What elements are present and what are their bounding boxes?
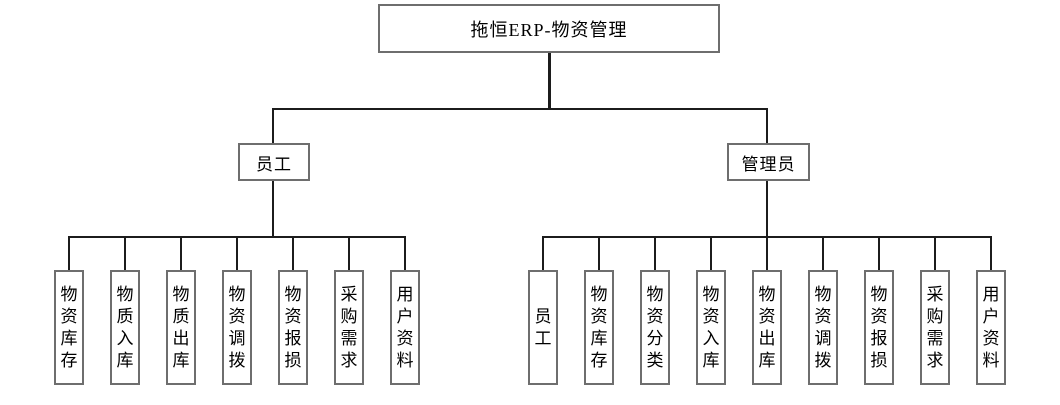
node-leaf-0-5: 采购需求 — [334, 270, 364, 385]
leaf-label: 物质入库 — [116, 284, 134, 370]
node-leaf-1-7: 采购需求 — [920, 270, 950, 385]
node-leaf-0-6: 用户资料 — [390, 270, 420, 385]
node-leaf-0-3: 物资调拨 — [222, 270, 252, 385]
node-root-erp-material-management: 拖恒ERP-物资管理 — [378, 4, 720, 53]
node-leaf-1-6: 物资报损 — [864, 270, 894, 385]
node-leaf-0-2: 物质出库 — [166, 270, 196, 385]
connector-leaf-drop — [598, 236, 600, 270]
leaf-label: 用户资料 — [396, 284, 414, 370]
node-leaf-1-3: 物资入库 — [696, 270, 726, 385]
leaf-label: 物资入库 — [702, 284, 720, 370]
leaf-label: 物资报损 — [284, 284, 302, 370]
connector-leaf-drop — [236, 236, 238, 270]
node-branch-0: 员工 — [238, 143, 310, 181]
leaf-label: 采购需求 — [340, 284, 358, 370]
leaf-label: 物资库存 — [60, 284, 78, 370]
leaf-label: 采购需求 — [926, 284, 944, 370]
leaf-label: 物资出库 — [758, 284, 776, 370]
leaf-label: 员工 — [534, 306, 552, 348]
connector-leaf-drop — [180, 236, 182, 270]
connector-leaf-drop — [766, 236, 768, 270]
connector-leaf-drop — [292, 236, 294, 270]
node-leaf-1-2: 物资分类 — [640, 270, 670, 385]
connector-level1-bus — [272, 108, 768, 110]
branch-label: 员工 — [256, 154, 292, 174]
node-leaf-0-1: 物质入库 — [110, 270, 140, 385]
connector-branch-bottom-drop — [766, 181, 768, 238]
node-leaf-1-4: 物资出库 — [752, 270, 782, 385]
connector-leaf-drop — [542, 236, 544, 270]
leaf-label: 物质出库 — [172, 284, 190, 370]
connector-leaf-drop — [404, 236, 406, 270]
root-label: 拖恒ERP-物资管理 — [470, 19, 628, 40]
leaf-label: 物资库存 — [590, 284, 608, 370]
connector-leaf-drop — [934, 236, 936, 270]
leaf-label: 用户资料 — [982, 284, 1000, 370]
connector-leaf-drop — [348, 236, 350, 270]
connector-branch-bottom-drop — [272, 181, 274, 238]
node-leaf-0-4: 物资报损 — [278, 270, 308, 385]
node-branch-1: 管理员 — [727, 143, 810, 181]
connector-leaf-drop — [710, 236, 712, 270]
connector-branch-top-drop — [272, 108, 274, 143]
leaf-label: 物资调拨 — [814, 284, 832, 370]
connector-branch-top-drop — [766, 108, 768, 143]
connector-leaf-drop — [124, 236, 126, 270]
leaf-label: 物资报损 — [870, 284, 888, 370]
leaf-label: 物资调拨 — [228, 284, 246, 370]
connector-leaf-drop — [68, 236, 70, 270]
branch-label: 管理员 — [741, 154, 796, 174]
node-leaf-1-5: 物资调拨 — [808, 270, 838, 385]
connector-leaf-drop — [822, 236, 824, 270]
connector-leaf-drop — [878, 236, 880, 270]
node-leaf-0-0: 物资库存 — [54, 270, 84, 385]
node-leaf-1-0: 员工 — [528, 270, 558, 385]
node-leaf-1-1: 物资库存 — [584, 270, 614, 385]
connector-root-drop — [548, 53, 551, 110]
connector-leaf-drop — [990, 236, 992, 270]
node-leaf-1-8: 用户资料 — [976, 270, 1006, 385]
leaf-label: 物资分类 — [646, 284, 664, 370]
connector-leaf-drop — [654, 236, 656, 270]
